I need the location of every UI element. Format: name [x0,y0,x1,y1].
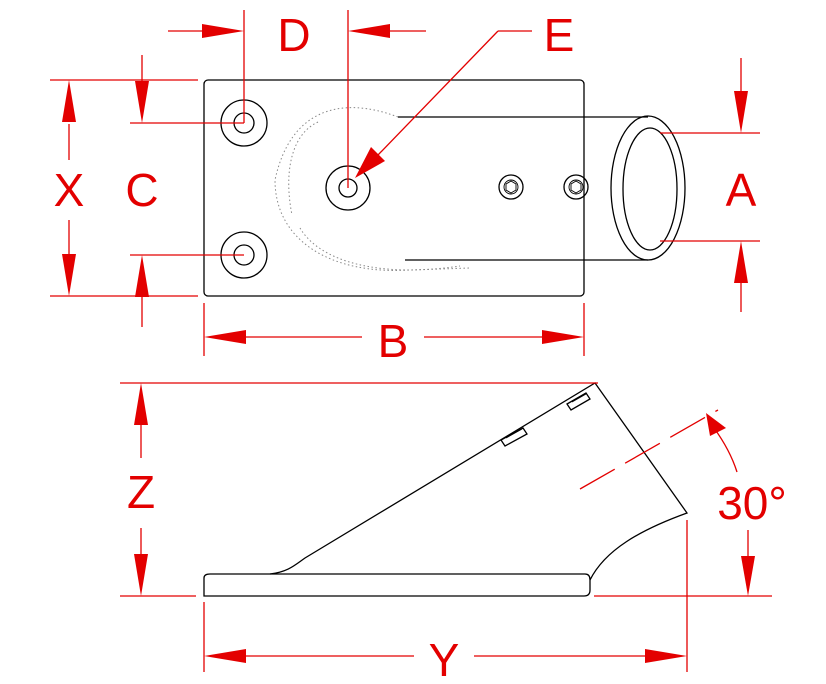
label-x: X [54,164,85,216]
dimension-labels: D E X C A B Z 30° Y [54,9,787,684]
label-z: Z [127,466,155,518]
dimension-x [50,79,198,297]
label-angle: 30° [717,477,787,529]
dimension-d [168,10,426,188]
set-screw-right [563,174,589,200]
base-plate-side [203,573,591,597]
label-a: A [726,164,757,216]
dimension-b [203,303,585,356]
dimension-c [130,55,244,327]
dimension-angle [579,409,772,597]
dimension-lines [50,10,772,672]
top-view [203,79,686,297]
dimension-z [120,382,598,597]
side-view [203,382,689,597]
label-e: E [544,9,575,61]
set-screw-left [498,174,524,200]
base-plate-top [203,79,585,297]
hidden-saddle-outline [274,107,471,271]
label-d: D [277,9,310,61]
label-c: C [125,164,158,216]
label-b: B [378,315,409,367]
tube-top-view [398,115,686,261]
label-y: Y [429,634,460,684]
set-screw-side-upper [566,392,591,411]
set-screw-side-lower [500,427,528,447]
angled-tube-side [269,382,689,581]
dimension-e [355,30,532,178]
dimension-a [660,58,760,312]
